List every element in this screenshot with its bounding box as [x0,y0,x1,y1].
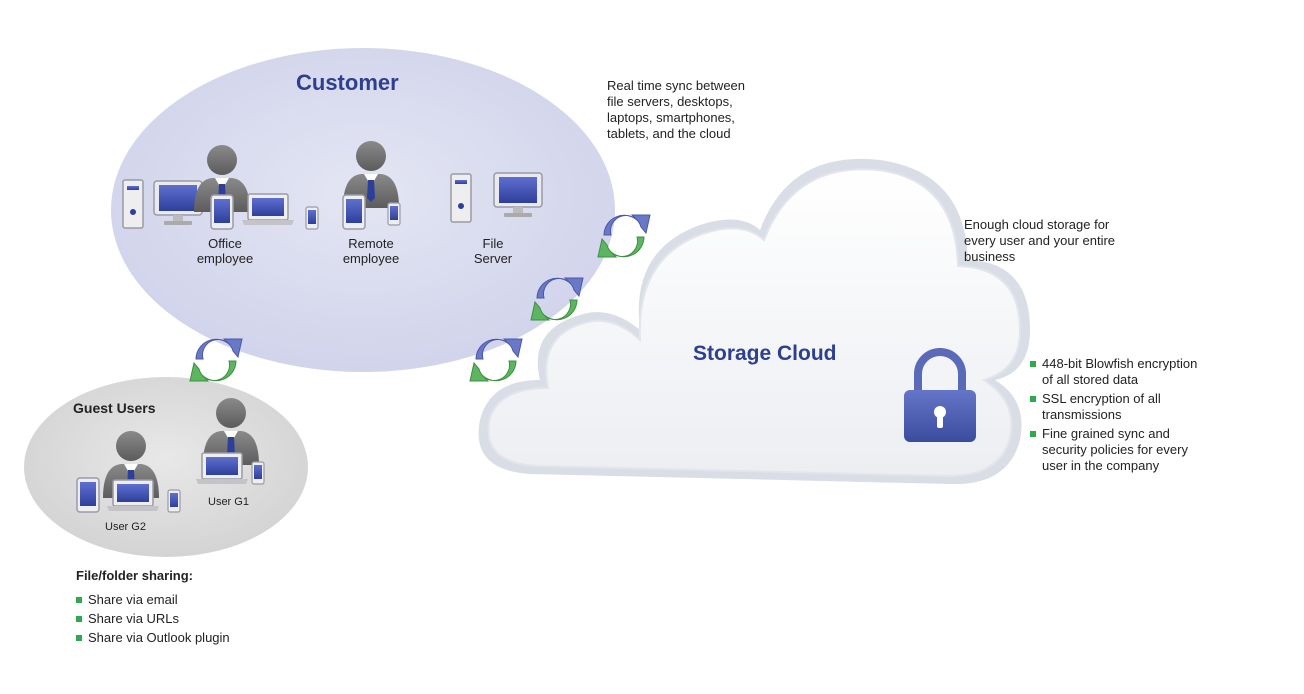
security-bullet: Fine grained sync and security policies … [1030,426,1280,474]
office-employee-label: Office employee [196,236,254,266]
customer-title: Customer [296,70,399,95]
guest-region [24,377,308,557]
tablet-icon [210,194,234,230]
smartphone-icon [251,461,265,485]
user-g2-label: User G2 [105,521,146,533]
storage-cloud-icon [478,158,1030,485]
sharing-item: Share via Outlook plugin [76,630,316,646]
guest-users-title: Guest Users [73,400,156,416]
sharing-list: Share via email Share via URLs Share via… [76,592,316,649]
smartphone-icon [387,202,401,226]
user-g1-label: User G1 [208,496,249,508]
smartphone-icon [305,206,319,230]
laptop-icon [241,193,295,226]
sync-arrows-icon [189,338,243,382]
file-server-label: File Server [473,236,513,266]
sharing-title: File/folder sharing: [76,568,194,583]
remote-employee-label: Remote employee [342,236,400,266]
tower-pc-icon [122,179,144,229]
tower-pc-icon [450,173,472,223]
tablet-icon [76,477,100,513]
smartphone-icon [167,489,181,513]
sync-note: Real time sync between file servers, des… [607,78,746,141]
storage-cloud-title: Storage Cloud [693,342,837,365]
sharing-item: Share via URLs [76,611,316,627]
sharing-item: Share via email [76,592,316,608]
storage-note: Enough cloud storage for every user and … [964,217,1116,264]
laptop-icon [195,452,249,485]
tablet-icon [342,194,366,230]
padlock-icon [904,348,976,442]
laptop-icon [106,479,160,512]
security-bullet: 448-bit Blowfish encryption of all store… [1030,356,1280,388]
security-bullet: SSL encryption of all transmissions [1030,391,1280,423]
security-bullet-list: 448-bit Blowfish encryption of all store… [1030,356,1280,477]
